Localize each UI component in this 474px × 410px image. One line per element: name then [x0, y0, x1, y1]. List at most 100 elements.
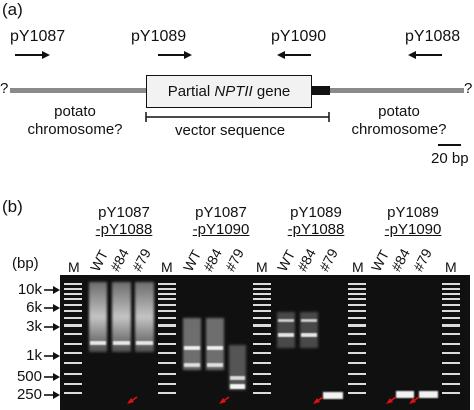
smear-wt-2	[183, 318, 201, 370]
primer-pair-4-line2: -pY1090	[384, 221, 442, 238]
band-wt-1	[90, 341, 106, 345]
band-84-2a	[207, 346, 223, 350]
lanes-pair-2	[183, 318, 246, 390]
marker-lane-label-5: M	[445, 259, 457, 275]
smear-84-2	[206, 318, 224, 370]
primer-pair-1-line1: pY1087	[98, 204, 150, 221]
smear-84-3	[300, 312, 318, 348]
size-arrow-500	[44, 373, 60, 381]
lanes-pair-3	[277, 312, 343, 399]
smear-wt-1	[89, 282, 107, 352]
marker-lane-label-4: M	[352, 259, 364, 275]
primer-label-1: pY1087	[10, 28, 66, 45]
right-chromosome-line2: chromosome?	[351, 121, 447, 138]
marker-ladder-1	[64, 283, 82, 394]
red-arrow-1	[127, 396, 138, 404]
band-84-2b	[207, 363, 223, 367]
marker-ladder-4	[348, 283, 366, 394]
size-arrow-3k	[44, 323, 60, 331]
marker-lane-label-3: M	[256, 259, 268, 275]
primer-pair-2-line1: pY1087	[195, 204, 247, 221]
band-79-3	[323, 392, 343, 399]
marker-lane-label-2: M	[161, 259, 173, 275]
marker-lane-label-1: M	[68, 259, 80, 275]
smear-84-1	[112, 282, 131, 352]
vector-black-segment	[312, 86, 330, 95]
primer-arrow-2-right	[158, 51, 192, 59]
red-arrows	[127, 396, 420, 404]
primer-pair-1: pY1087 -pY1088	[86, 204, 162, 238]
primer-arrow-3-left	[277, 51, 311, 59]
primer-pair-3-line2: -pY1088	[287, 221, 345, 238]
marker-ladder-3	[253, 283, 271, 394]
size-label-10k: 10k	[17, 281, 42, 298]
primer-label-3: pY1090	[271, 28, 327, 45]
left-chromosome-line2: chromosome?	[27, 121, 123, 138]
band-wt-3a	[278, 319, 294, 322]
size-arrow-250	[44, 391, 60, 399]
right-question-mark: ?	[464, 80, 473, 97]
primer-pair-3: pY1089 -pY1088	[278, 204, 354, 238]
marker-ladder-5	[442, 283, 460, 394]
marker-ladder-2	[158, 283, 176, 394]
red-arrow-4	[386, 396, 397, 404]
size-arrow-10k	[44, 286, 60, 294]
band-79-1	[136, 341, 153, 345]
size-label-500: 500	[16, 368, 42, 385]
lanes-pair-1	[89, 282, 154, 352]
left-question-mark: ?	[0, 80, 9, 97]
smear-79-1	[135, 282, 154, 352]
size-label-250: 250	[16, 386, 42, 403]
panel-a-label: (a)	[2, 0, 23, 19]
vector-sequence-bracket	[145, 112, 330, 122]
band-84-1	[113, 341, 130, 345]
partial-nptii-gene-box: Partial NPTII gene	[146, 75, 312, 108]
bp-unit-label: (bp)	[12, 255, 39, 272]
size-label-6k: 6k	[26, 299, 42, 316]
primer-label-2: pY1089	[131, 28, 187, 45]
right-chromosome-bar	[330, 88, 464, 93]
marker-ladders	[64, 283, 460, 394]
smear-79-2	[229, 345, 246, 390]
vector-sequence-label: vector sequence	[175, 122, 286, 139]
band-wt-2a	[184, 346, 200, 350]
primer-arrow-4-left	[408, 51, 442, 59]
right-chromosome-label: potato chromosome?	[344, 103, 454, 139]
red-arrow-3	[313, 396, 324, 404]
gene-box-text-post: gene	[252, 83, 291, 100]
band-wt-2b	[184, 363, 200, 367]
primer-pair-1-line2: -pY1088	[95, 221, 153, 238]
gene-box-text-pre: Partial	[167, 83, 215, 100]
gene-box-text-italic: NPTII	[214, 83, 253, 100]
primer-arrow-1-right	[15, 51, 50, 59]
right-chromosome-line1: potato	[378, 103, 420, 120]
red-arrow-5	[409, 396, 420, 404]
primer-pair-4-line1: pY1089	[387, 204, 439, 221]
band-79-4	[419, 391, 438, 398]
size-label-3k: 3k	[26, 318, 42, 335]
primer-pair-4: pY1089 -pY1090	[375, 204, 451, 238]
red-arrow-2	[219, 396, 230, 404]
primer-pair-2: pY1087 -pY1090	[183, 204, 259, 238]
primer-pair-2-line2: -pY1090	[192, 221, 250, 238]
band-wt-3b	[278, 333, 294, 337]
smear-wt-3	[277, 312, 295, 348]
left-chromosome-line1: potato	[54, 103, 96, 120]
band-84-3a	[301, 319, 317, 322]
size-pointer-arrows	[44, 286, 60, 399]
lanes-pair-4	[396, 391, 438, 398]
band-79-2b	[230, 384, 245, 389]
primer-arrows	[15, 51, 442, 59]
band-84-4	[396, 391, 414, 398]
primer-pair-3-line1: pY1089	[290, 204, 342, 221]
band-84-3b	[301, 333, 317, 337]
left-chromosome-label: potato chromosome?	[20, 103, 130, 139]
band-79-2a	[230, 376, 245, 380]
size-label-1k: 1k	[26, 347, 42, 364]
scale-bar-label: 20 bp	[431, 150, 469, 167]
left-chromosome-bar	[10, 88, 146, 93]
size-arrow-1k	[44, 352, 60, 360]
panel-b-label: (b)	[2, 197, 23, 216]
size-arrow-6k	[44, 304, 60, 312]
